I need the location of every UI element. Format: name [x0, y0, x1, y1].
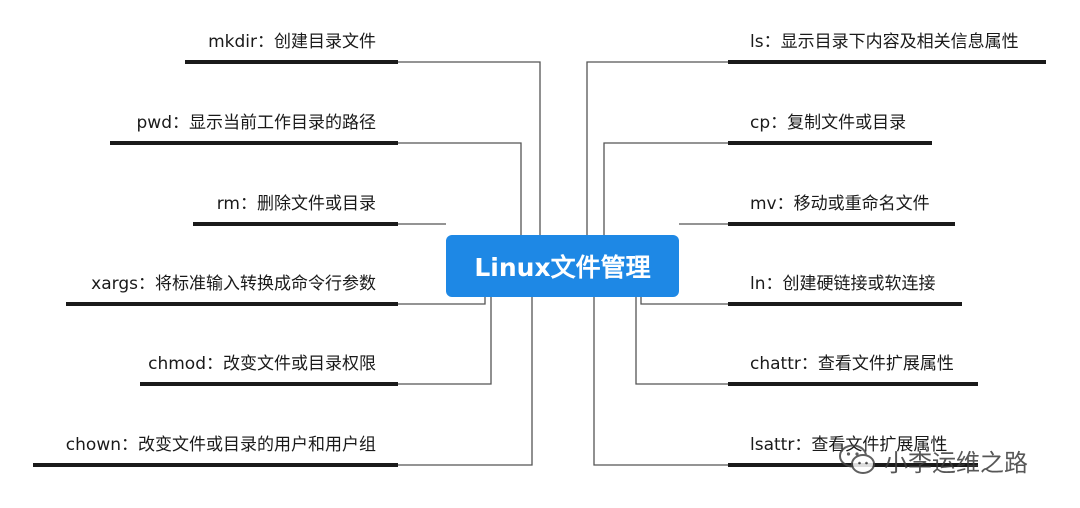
branch-underline — [140, 382, 398, 386]
central-topic-node: Linux文件管理 — [446, 235, 679, 297]
branch-underline — [33, 463, 398, 467]
branch-xargs: xargs：将标准输入转换成命令行参数 — [91, 274, 376, 294]
branch-chown: chown：改变文件或目录的用户和用户组 — [65, 435, 376, 455]
branch-underline — [110, 141, 398, 145]
connector-line — [603, 142, 728, 235]
branch-underline — [185, 60, 398, 64]
branch-mv: mv：移动或重命名文件 — [750, 194, 930, 214]
connector-line — [593, 297, 728, 466]
branch-chmod: chmod：改变文件或目录权限 — [148, 354, 376, 374]
connector-line — [398, 297, 492, 385]
branch-underline — [728, 222, 955, 226]
branch-underline — [728, 141, 932, 145]
watermark: 小李运维之路 — [838, 438, 1028, 482]
connector-line — [635, 297, 728, 385]
branch-cp: cp：复制文件或目录 — [750, 113, 907, 133]
branch-ln: ln：创建硬链接或软连接 — [750, 274, 936, 294]
branch-underline — [728, 60, 1046, 64]
connector-line — [398, 297, 533, 466]
branch-chattr: chattr：查看文件扩展属性 — [750, 354, 954, 374]
wechat-icon — [839, 444, 875, 474]
branch-ls: ls：显示目录下内容及相关信息属性 — [750, 32, 1019, 52]
branch-underline — [728, 302, 962, 306]
branch-mkdir: mkdir：创建目录文件 — [208, 32, 376, 52]
connector-line — [398, 297, 486, 305]
connector-line — [586, 61, 728, 235]
branch-pwd: pwd：显示当前工作目录的路径 — [136, 113, 377, 133]
connector-line — [398, 61, 541, 235]
watermark-text: 小李运维之路 — [884, 448, 1028, 477]
branch-underline — [66, 302, 398, 306]
connector-line — [398, 142, 522, 235]
branch-underline — [193, 222, 398, 226]
connector-line — [640, 297, 728, 305]
branch-rm: rm：删除文件或目录 — [216, 194, 376, 214]
branch-lsattr: lsattr：查看文件扩展属性 — [750, 435, 948, 455]
branch-underline — [728, 382, 978, 386]
